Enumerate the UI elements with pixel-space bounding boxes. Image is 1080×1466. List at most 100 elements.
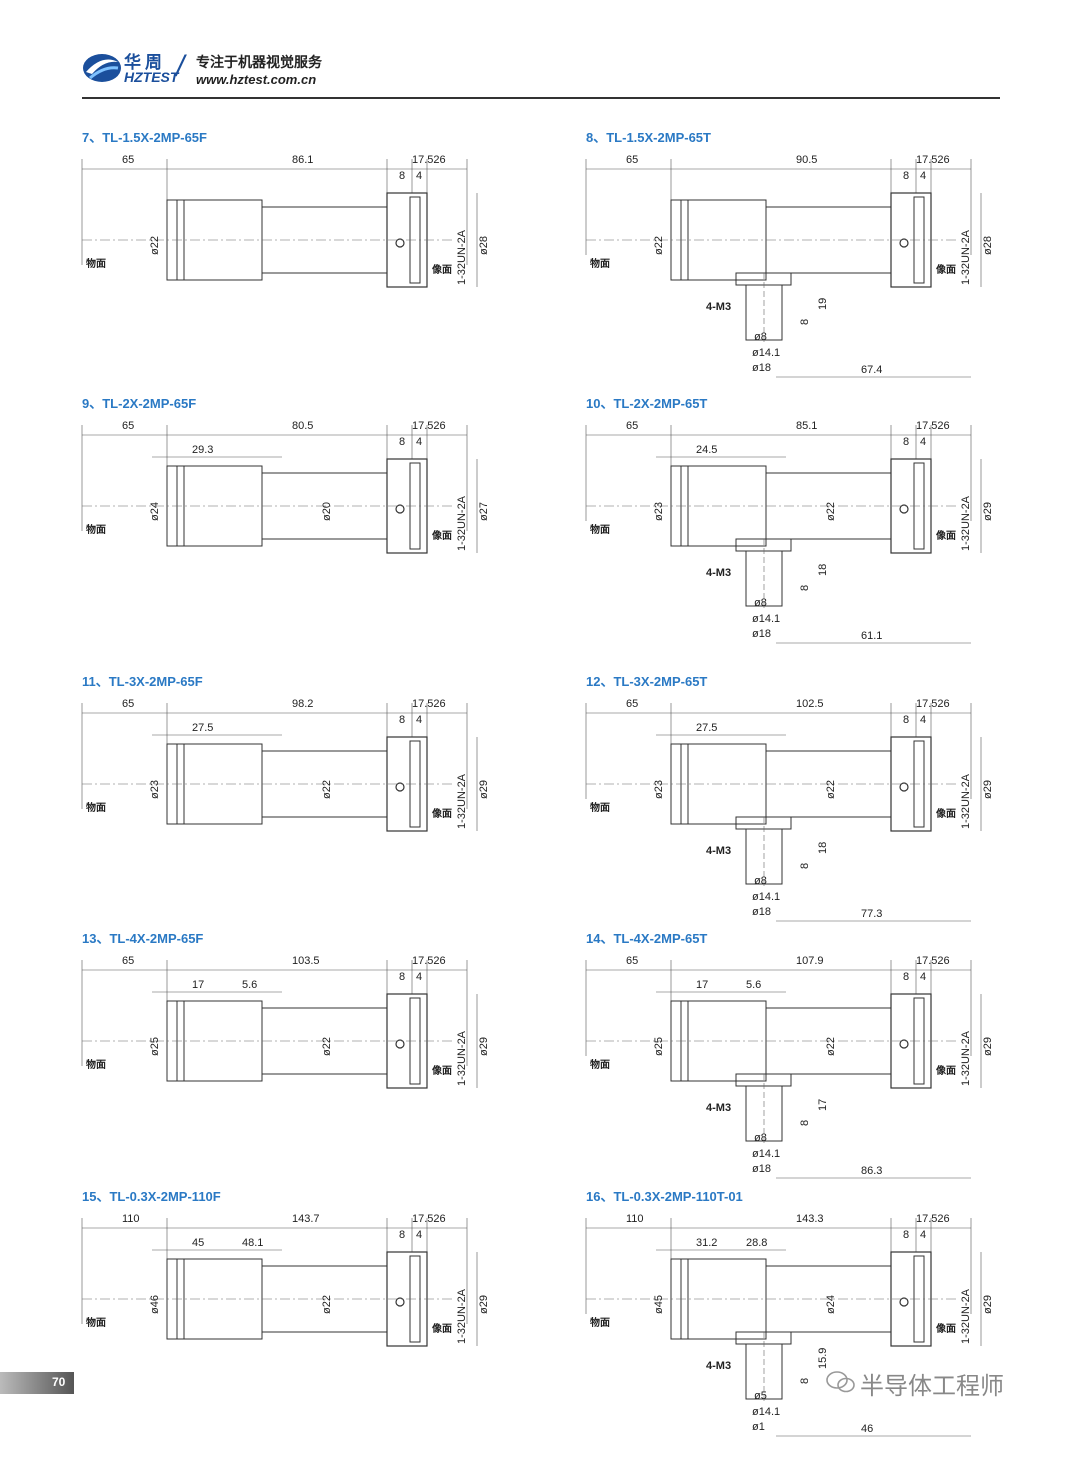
object-face-label: 物面 [590, 801, 610, 814]
diameter-label: ø29 [982, 780, 994, 799]
side-dim-label: ø14.1 [752, 1148, 780, 1160]
side-dim-label: ø1 [752, 1421, 765, 1433]
brand-name-en: HZTEST [124, 69, 179, 85]
side-dim-label: ø8 [754, 331, 767, 343]
dim-label: 65 [122, 955, 134, 967]
diameter-label: ø22 [321, 1295, 333, 1314]
drawing-title: 8、TL-1.5X-2MP-65T [586, 130, 711, 145]
dim-label: 4 [416, 1229, 422, 1241]
screw-label: 4-M3 [706, 301, 731, 313]
thread-label: 1-32UN-2A [960, 773, 972, 829]
diameter-label: ø22 [825, 780, 837, 799]
dim-label: 31.2 [696, 1237, 717, 1249]
hztest-logo-icon [83, 54, 121, 82]
object-face-label: 物面 [590, 1058, 610, 1071]
side-dim-label: ø14.1 [752, 1406, 780, 1418]
object-face-label: 物面 [86, 801, 106, 814]
image-face-label: 像面 [935, 807, 956, 820]
diameter-label: ø29 [478, 1037, 490, 1056]
dim-label: 8 [399, 436, 405, 448]
dim-label: 17.526 [412, 955, 446, 967]
dim-label: 4 [416, 436, 422, 448]
dim-label: 65 [626, 698, 638, 710]
screw-hole-icon [395, 1039, 405, 1049]
dim-label: 4 [920, 170, 926, 182]
diameter-label: ø45 [653, 1295, 665, 1314]
dim-label: 65 [122, 698, 134, 710]
dim-label: 17.526 [916, 955, 950, 967]
dim-label: 24.5 [696, 444, 717, 456]
diameter-label: ø23 [653, 502, 665, 521]
side-dim-label: ø14.1 [752, 891, 780, 903]
dim-label: 17.526 [916, 154, 950, 166]
thread-label: 1-32UN-2A [960, 1030, 972, 1086]
dim-label: 45 [192, 1237, 204, 1249]
screw-hole-icon [395, 1297, 405, 1307]
dim-label: 17.526 [916, 420, 950, 432]
dim-label: 17.526 [412, 1213, 446, 1225]
screw-hole-icon [395, 504, 405, 514]
dim-label: 8 [399, 714, 405, 726]
side-port-flange [735, 538, 792, 552]
side-port-flange [735, 1073, 792, 1087]
diameter-label: ø28 [478, 236, 490, 255]
side-dim-label: 8 [799, 1378, 811, 1384]
side-dim-label: ø18 [752, 628, 771, 640]
dim-label: 48.1 [242, 1237, 263, 1249]
thread-label: 1-32UN-2A [960, 229, 972, 285]
drawing-title: 12、TL-3X-2MP-65T [586, 674, 708, 689]
diameter-label: ø27 [478, 502, 490, 521]
image-face-label: 像面 [935, 263, 956, 276]
object-face-label: 物面 [590, 1316, 610, 1329]
dim-label: 98.2 [292, 698, 313, 710]
image-face-label: 像面 [935, 1064, 956, 1077]
side-dim-label: 61.1 [861, 630, 882, 642]
wechat-icon [826, 1371, 855, 1393]
dim-label: 90.5 [796, 154, 817, 166]
dim-label: 17.526 [916, 698, 950, 710]
object-face-label: 物面 [86, 257, 106, 270]
drawing-title: 15、TL-0.3X-2MP-110F [82, 1189, 221, 1204]
dim-label: 17.526 [916, 1213, 950, 1225]
object-face-label: 物面 [590, 257, 610, 270]
side-dim-label: ø8 [754, 875, 767, 887]
dim-label: 5.6 [746, 979, 761, 991]
dim-label: 8 [399, 170, 405, 182]
image-face-label: 像面 [935, 1322, 956, 1335]
diameter-label: ø22 [321, 1037, 333, 1056]
thread-label: 1-32UN-2A [456, 773, 468, 829]
screw-hole-icon [899, 782, 909, 792]
screw-hole-icon [395, 238, 405, 248]
dim-label: 17.526 [412, 420, 446, 432]
website-url[interactable]: www.hztest.com.cn [196, 72, 317, 87]
diameter-label: ø24 [825, 1295, 837, 1314]
image-face-label: 像面 [431, 263, 452, 276]
screw-hole-icon [899, 504, 909, 514]
side-dim-label: 46 [861, 1423, 873, 1435]
diameter-label: ø23 [149, 780, 161, 799]
side-dim-label: ø5 [754, 1390, 767, 1402]
screw-hole-icon [899, 1039, 909, 1049]
diameter-label: ø28 [982, 236, 994, 255]
thread-label: 1-32UN-2A [456, 495, 468, 551]
diameter-label: ø29 [982, 1037, 994, 1056]
dim-label: 65 [626, 420, 638, 432]
side-port-flange [735, 816, 792, 830]
dim-label: 17 [192, 979, 204, 991]
diameter-label: ø29 [478, 1295, 490, 1314]
dim-label: 65 [122, 154, 134, 166]
side-dim-label: 67.4 [861, 364, 882, 376]
drawing-title: 16、TL-0.3X-2MP-110T-01 [586, 1189, 743, 1204]
tagline: 专注于机器视觉服务 [196, 55, 322, 71]
diameter-label: ø29 [982, 1295, 994, 1314]
image-face-label: 像面 [431, 1322, 452, 1335]
dim-label: 8 [399, 1229, 405, 1241]
side-dim-label: 8 [799, 585, 811, 591]
brand-name-cn: 华周 [124, 53, 166, 73]
object-face-label: 物面 [86, 523, 106, 536]
image-face-label: 像面 [431, 1064, 452, 1077]
diameter-label: ø24 [149, 502, 161, 521]
